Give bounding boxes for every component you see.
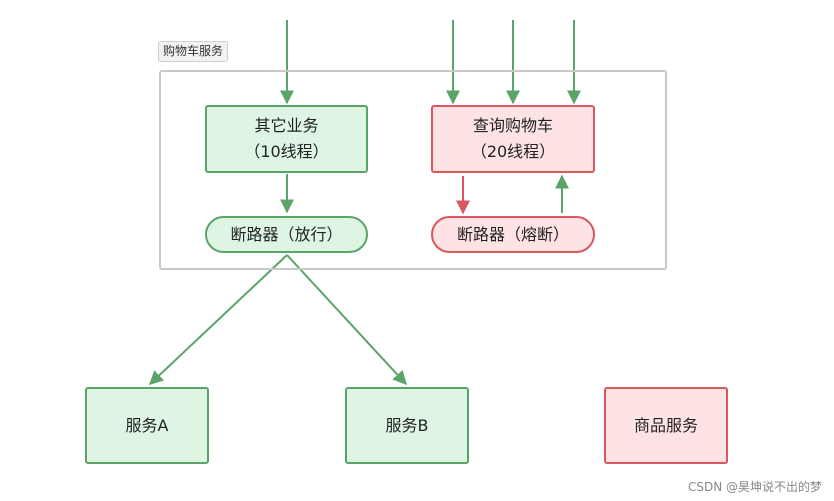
node-other-business[interactable]: 其它业务 （10线程）	[205, 105, 368, 173]
node-service-a[interactable]: 服务A	[85, 387, 209, 464]
node-service-b-label: 服务B	[385, 415, 429, 435]
node-breaker-tripped[interactable]: 断路器（熔断）	[431, 216, 595, 253]
node-query-cart-title: 查询购物车	[472, 116, 553, 135]
watermark: CSDN @昊坤说不出的梦	[687, 480, 822, 494]
cart-service-group-label: 购物车服务	[158, 41, 229, 62]
node-product-service-label: 商品服务	[633, 415, 698, 435]
node-breaker-tripped-label: 断路器（熔断）	[456, 224, 569, 244]
node-service-a-label: 服务A	[125, 415, 169, 435]
node-other-business-title: 其它业务	[254, 116, 319, 135]
arrow-breaker-open-to-service-a	[148, 254, 288, 385]
node-breaker-open-label: 断路器（放行）	[230, 224, 343, 244]
node-service-b[interactable]: 服务B	[345, 387, 469, 464]
node-breaker-open[interactable]: 断路器（放行）	[205, 216, 368, 253]
node-product-service[interactable]: 商品服务	[604, 387, 728, 464]
arrow-breaker-open-to-service-b	[286, 254, 407, 386]
node-query-cart[interactable]: 查询购物车 （20线程）	[431, 105, 595, 173]
node-other-business-threads: （10线程）	[244, 142, 329, 161]
cart-service-group	[159, 70, 667, 270]
node-query-cart-threads: （20线程）	[470, 142, 556, 161]
